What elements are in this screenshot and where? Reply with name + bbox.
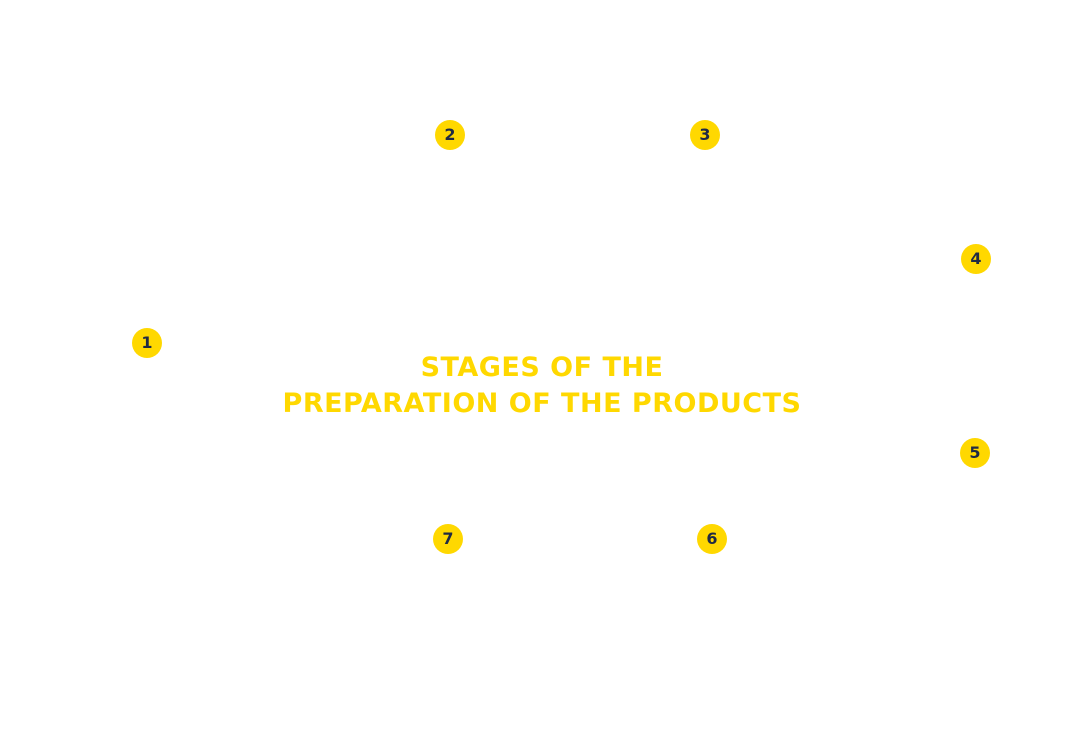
stage-marker-4[interactable]: 4 — [961, 244, 991, 274]
diagram-title: STAGES OF THE PREPARATION OF THE PRODUCT… — [0, 350, 1066, 422]
stage-marker-1[interactable]: 1 — [132, 328, 162, 358]
stage-marker-3[interactable]: 3 — [690, 120, 720, 150]
stage-marker-6[interactable]: 6 — [697, 524, 727, 554]
title-line-2: PREPARATION OF THE PRODUCTS — [282, 388, 802, 419]
stage-marker-2[interactable]: 2 — [435, 120, 465, 150]
stage-marker-7[interactable]: 7 — [433, 524, 463, 554]
title-line-1: STAGES OF THE — [420, 352, 664, 383]
stage-marker-5[interactable]: 5 — [960, 438, 990, 468]
